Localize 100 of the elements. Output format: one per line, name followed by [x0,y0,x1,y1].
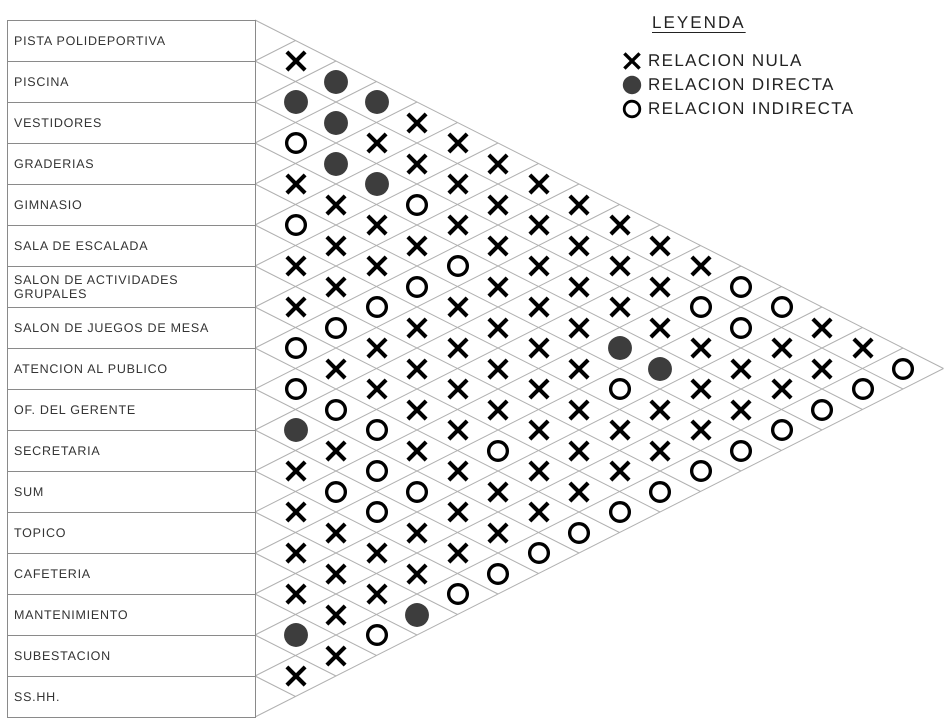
hollow-circle [688,459,712,483]
row-label: ATENCION AL PUBLICO [7,348,256,390]
hollow-circle [486,562,510,586]
cross-mark [284,254,308,278]
legend-text: RELACION NULA [648,50,803,72]
cross-mark [446,172,470,196]
cross-mark [486,316,510,340]
cross-mark [810,356,834,380]
hollow-circle [567,520,591,544]
cross-mark [364,131,388,155]
filled-dot [323,110,349,136]
filled-dot [282,622,308,648]
cross-mark [567,356,591,380]
cross-mark [405,316,429,340]
cross-mark [608,418,632,442]
cross-mark [364,254,388,278]
row-label: TOPICO [7,512,256,554]
hollow-circle [405,274,429,298]
cross-mark [446,459,470,483]
cross-mark [324,520,348,544]
cross-mark [608,295,632,319]
cross-mark [284,582,308,606]
hollow-circle [405,480,429,504]
cross-mark [364,377,388,401]
hollow-circle [486,438,510,462]
hollow-circle [284,336,308,360]
row-label: PISTA POLIDEPORTIVA [7,20,256,62]
cross-mark [648,274,672,298]
hollow-circle [364,295,388,319]
cross-mark [526,254,550,278]
cross-mark [405,562,429,586]
hollow-circle [446,254,470,278]
cross-mark [324,602,348,626]
cross-mark [284,459,308,483]
cross-mark [688,336,712,360]
cross-mark [284,500,308,524]
cross-mark [405,356,429,380]
cross-mark [648,316,672,340]
row-label: GRADERIAS [7,143,256,185]
cross-mark [770,336,794,360]
hollow-circle [729,316,753,340]
hollow-circle [284,213,308,237]
hollow-circle [364,623,388,647]
cross-mark [364,336,388,360]
cross-mark [364,582,388,606]
filled-dot [323,68,349,94]
cross-mark [405,152,429,176]
cross-mark [648,398,672,422]
cross-mark [324,438,348,462]
row-label: GIMNASIO [7,184,256,226]
hollow-circle [324,480,348,504]
cross-mark [446,131,470,155]
filled-dot [606,335,632,361]
cross-mark [324,234,348,258]
cross-mark [648,234,672,258]
row-label: SECRETARIA [7,430,256,472]
cross-mark [608,213,632,237]
filled-dot [647,356,673,382]
filled-dot [282,417,308,443]
hollow-circle [364,459,388,483]
cross-mark [446,336,470,360]
cross-mark [850,336,874,360]
cross-mark [688,377,712,401]
cross-mark [324,562,348,586]
hollow-circle [770,295,794,319]
hollow-circle [608,377,632,401]
cross-mark [405,110,429,134]
hollow-circle [284,131,308,155]
filled-dot [282,89,308,115]
cross-mark [446,541,470,565]
hollow-circle [729,274,753,298]
cross-mark [486,274,510,298]
cross-mark [729,398,753,422]
cross-mark [486,520,510,544]
cross-mark [324,644,348,668]
hollow-circle [850,377,874,401]
cross-mark [688,254,712,278]
cross-mark [526,172,550,196]
cross-mark [567,234,591,258]
cross-mark [446,500,470,524]
cross-mark [284,49,308,73]
cross-mark [688,418,712,442]
hollow-circle [729,438,753,462]
cross-mark [324,356,348,380]
filled-dot [323,150,349,176]
cross-mark [810,316,834,340]
row-label: VESTIDORES [7,102,256,144]
hollow-circle [284,377,308,401]
hollow-circle [608,500,632,524]
cross-mark [526,336,550,360]
filled-dot [364,171,390,197]
cross-mark [526,213,550,237]
hollow-circle [324,316,348,340]
legend-text: RELACION INDIRECTA [648,98,854,120]
filled-dot [364,89,390,115]
cross-mark [446,418,470,442]
legend-text: RELACION DIRECTA [648,74,835,96]
cross-mark [486,152,510,176]
row-label: SS.HH. [7,676,256,718]
cross-mark [526,295,550,319]
